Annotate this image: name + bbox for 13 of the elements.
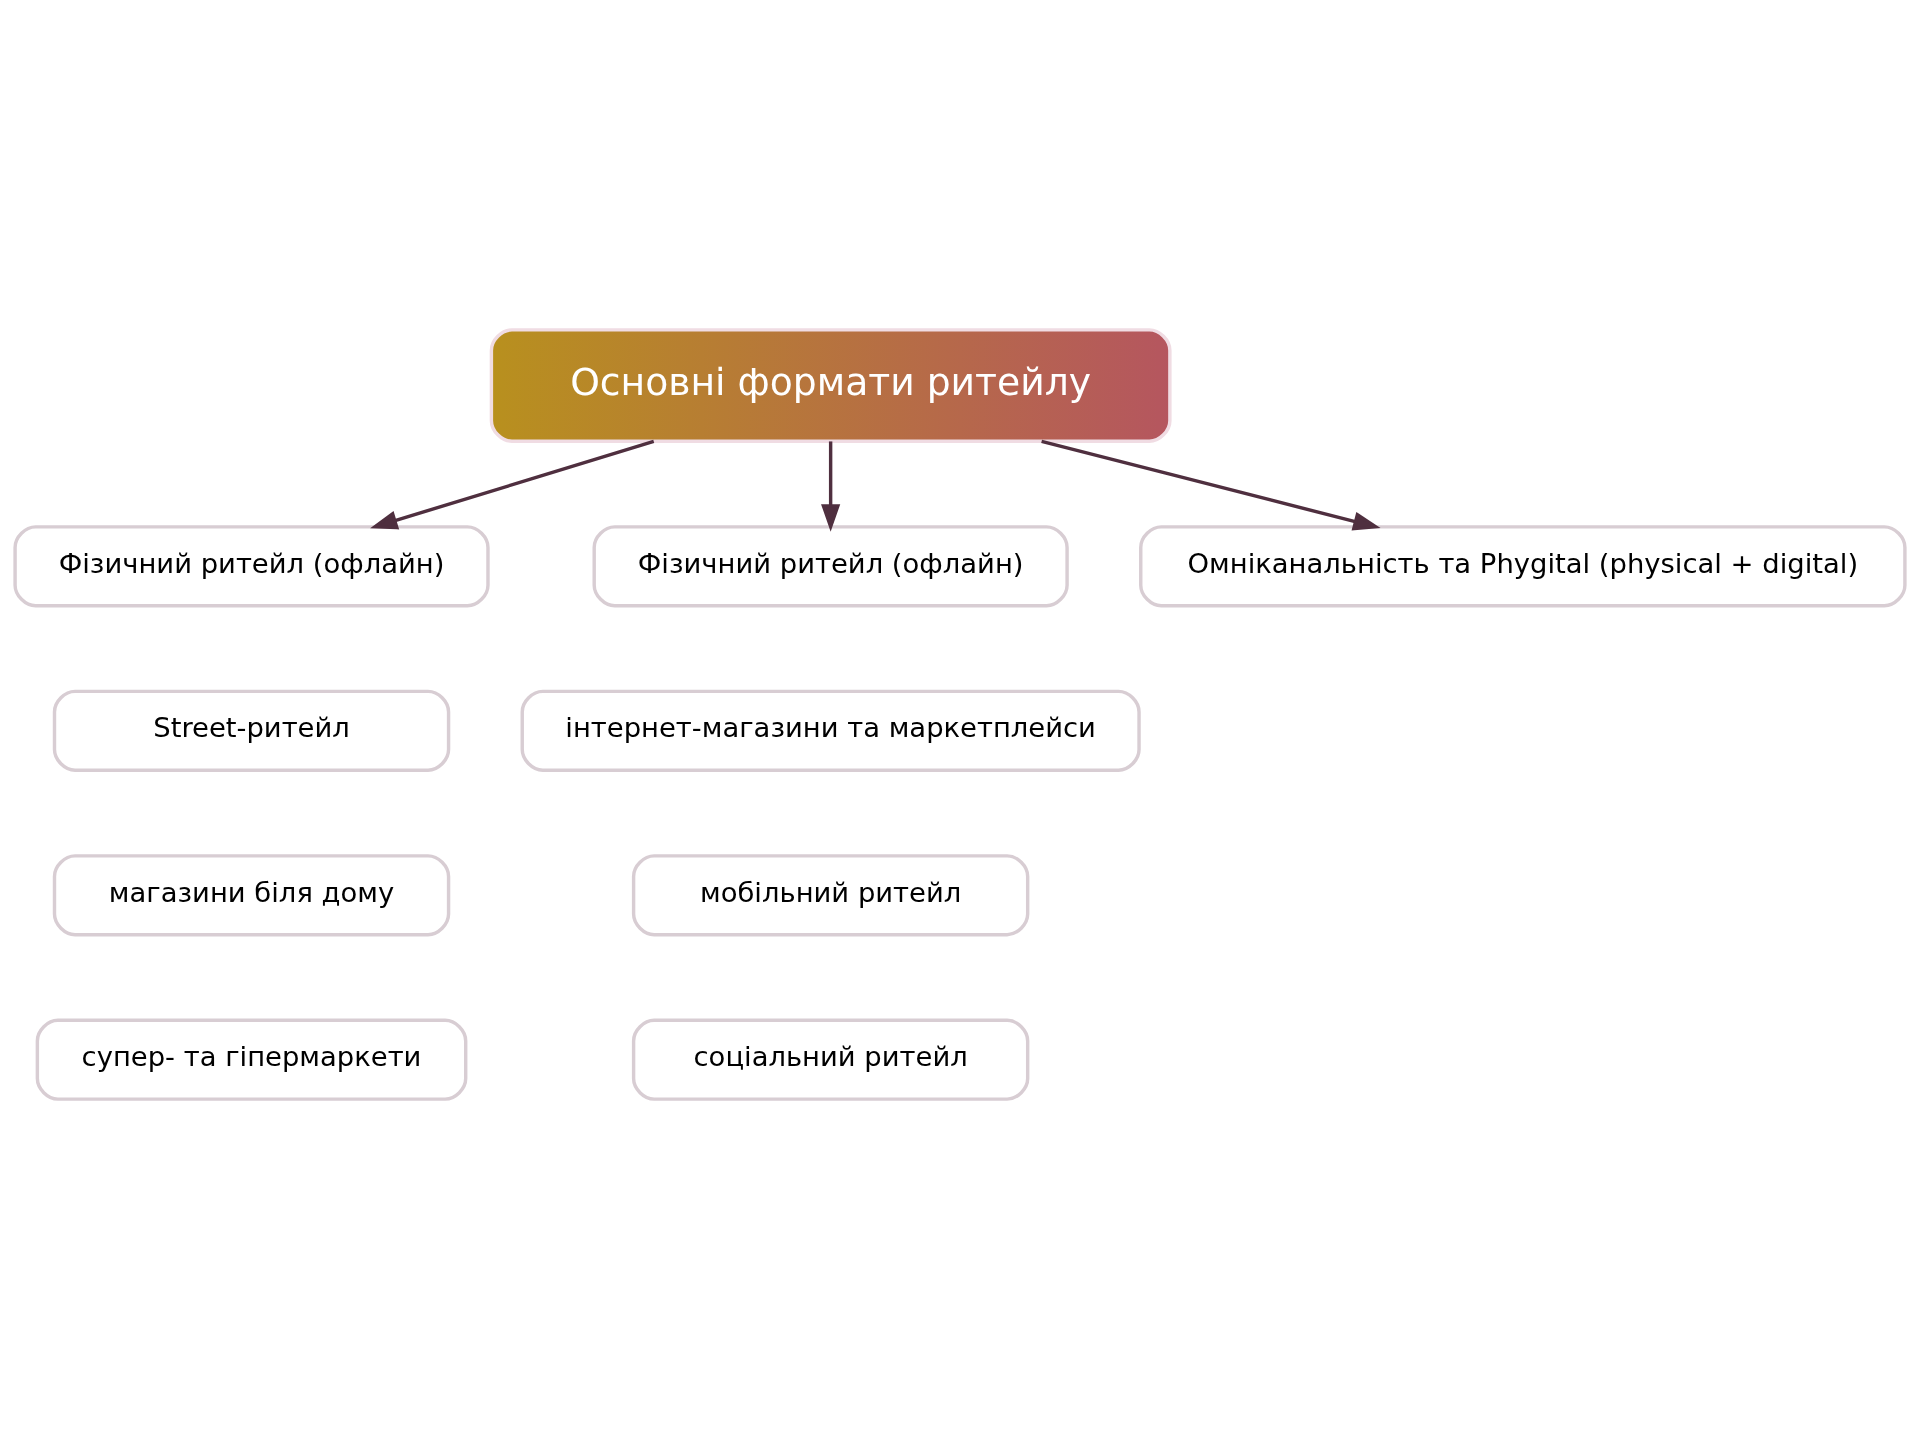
node-box: Основні формати ритейлу — [489, 328, 1172, 443]
arrow — [1041, 439, 1381, 531]
node-box: інтернет-магазини та маркетплейси — [520, 689, 1141, 772]
arrow — [821, 441, 841, 532]
node-box: мобільний ритейл — [631, 854, 1030, 937]
node-box: Street-ритейл — [52, 689, 451, 772]
node-box: Омніканальність та Phygital (physical + digital) — [1139, 525, 1907, 608]
node-box: супер- та гіпермаркети — [35, 1018, 468, 1101]
node-box: соціальний ритейл — [631, 1018, 1030, 1101]
arrow — [370, 439, 655, 530]
node-box: Фізичний ритейл (офлайн) — [592, 525, 1069, 608]
node-box: магазини біля дому — [52, 854, 451, 937]
node-box: Фізичний ритейл (офлайн) — [13, 525, 490, 608]
